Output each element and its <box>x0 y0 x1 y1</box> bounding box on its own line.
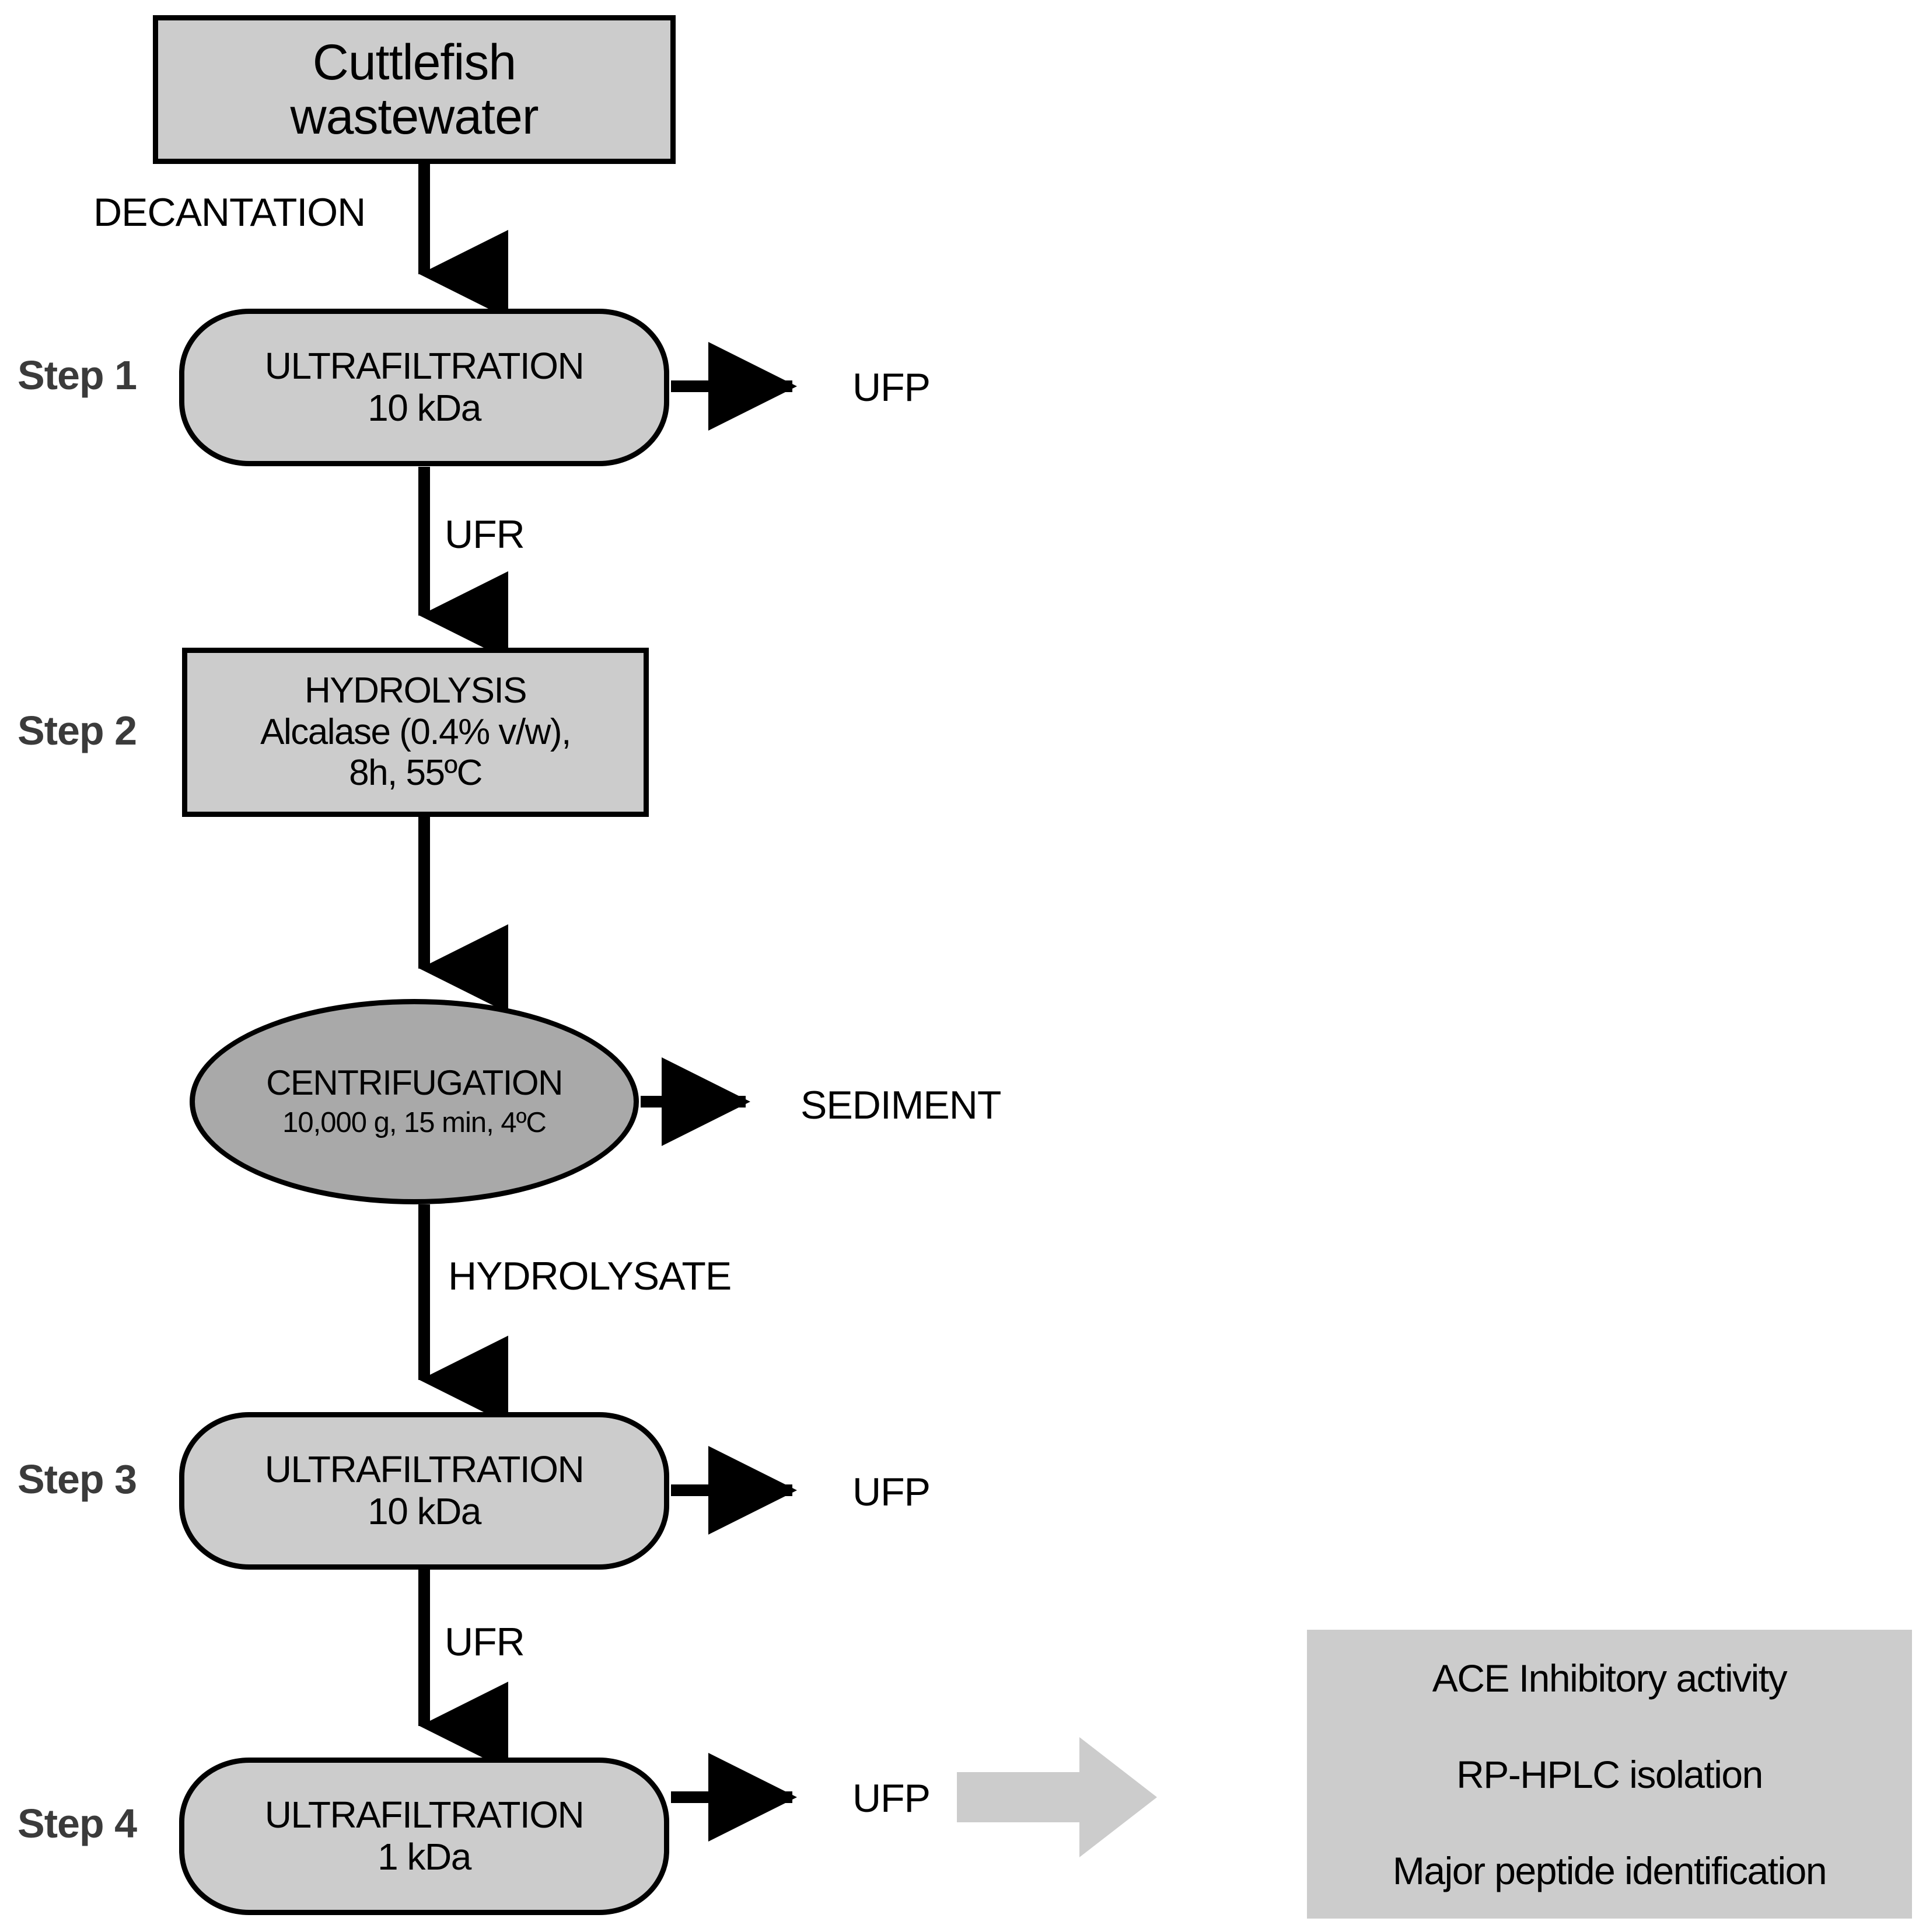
step-label-3: Step 3 <box>18 1456 137 1502</box>
step2-hydrolysis-node: HYDROLYSIS Alcalase (0.4% v/w), 8h, 55ºC <box>182 648 649 817</box>
centrifugation-output-sediment-label: SEDIMENT <box>801 1083 1001 1127</box>
step3-output-ufp-label: UFP <box>852 1470 931 1514</box>
edge-label-ufr-step3-step4: UFR <box>445 1620 525 1664</box>
result-arrow-icon <box>957 1737 1157 1857</box>
edge-label-decantation: DECANTATION <box>93 190 366 235</box>
centrifugation-title: CENTRIFUGATION <box>266 1063 563 1102</box>
step1-title: ULTRAFILTRATION <box>264 345 585 387</box>
result-line-ace-inhibitory-activity: ACE Inhibitory activity <box>1432 1656 1788 1700</box>
step4-title: ULTRAFILTRATION <box>264 1794 585 1836</box>
step2-subtitle-line-1: Alcalase (0.4% v/w), <box>260 711 571 752</box>
result-line-major-peptide-identification: Major peptide identification <box>1392 1849 1827 1892</box>
step3-subtitle: 10 kDa <box>368 1490 481 1532</box>
step4-output-ufp-label: UFP <box>852 1776 931 1821</box>
results-panel: ACE Inhibitory activity RP-HPLC isolatio… <box>1307 1630 1912 1919</box>
step-label-4: Step 4 <box>18 1801 137 1846</box>
centrifugation-subtitle: 10,000 g, 15 min, 4ºC <box>282 1106 547 1138</box>
step4-ultrafiltration-node: ULTRAFILTRATION 1 kDa <box>179 1758 669 1915</box>
source-line-1: Cuttlefish <box>312 34 516 91</box>
step3-title: ULTRAFILTRATION <box>264 1448 585 1491</box>
step-label-2: Step 2 <box>18 708 137 753</box>
step3-ultrafiltration-node: ULTRAFILTRATION 10 kDa <box>179 1412 669 1570</box>
source-line-2: wastewater <box>290 88 539 145</box>
source-node-cuttlefish-wastewater: Cuttlefish wastewater <box>153 15 676 164</box>
step2-title: HYDROLYSIS <box>304 670 527 711</box>
result-line-rp-hplc-isolation: RP-HPLC isolation <box>1456 1752 1763 1796</box>
step2-subtitle-line-2: 8h, 55ºC <box>349 753 483 794</box>
step1-subtitle: 10 kDa <box>368 387 481 429</box>
step-label-1: Step 1 <box>18 352 137 398</box>
edge-label-ufr-step1-step2: UFR <box>445 512 525 557</box>
step4-subtitle: 1 kDa <box>377 1836 471 1878</box>
step1-output-ufp-label: UFP <box>852 365 931 410</box>
step1-ultrafiltration-node: ULTRAFILTRATION 10 kDa <box>179 309 669 466</box>
edge-label-hydrolysate: HYDROLYSATE <box>448 1254 732 1298</box>
centrifugation-node: CENTRIFUGATION 10,000 g, 15 min, 4ºC <box>190 999 639 1204</box>
